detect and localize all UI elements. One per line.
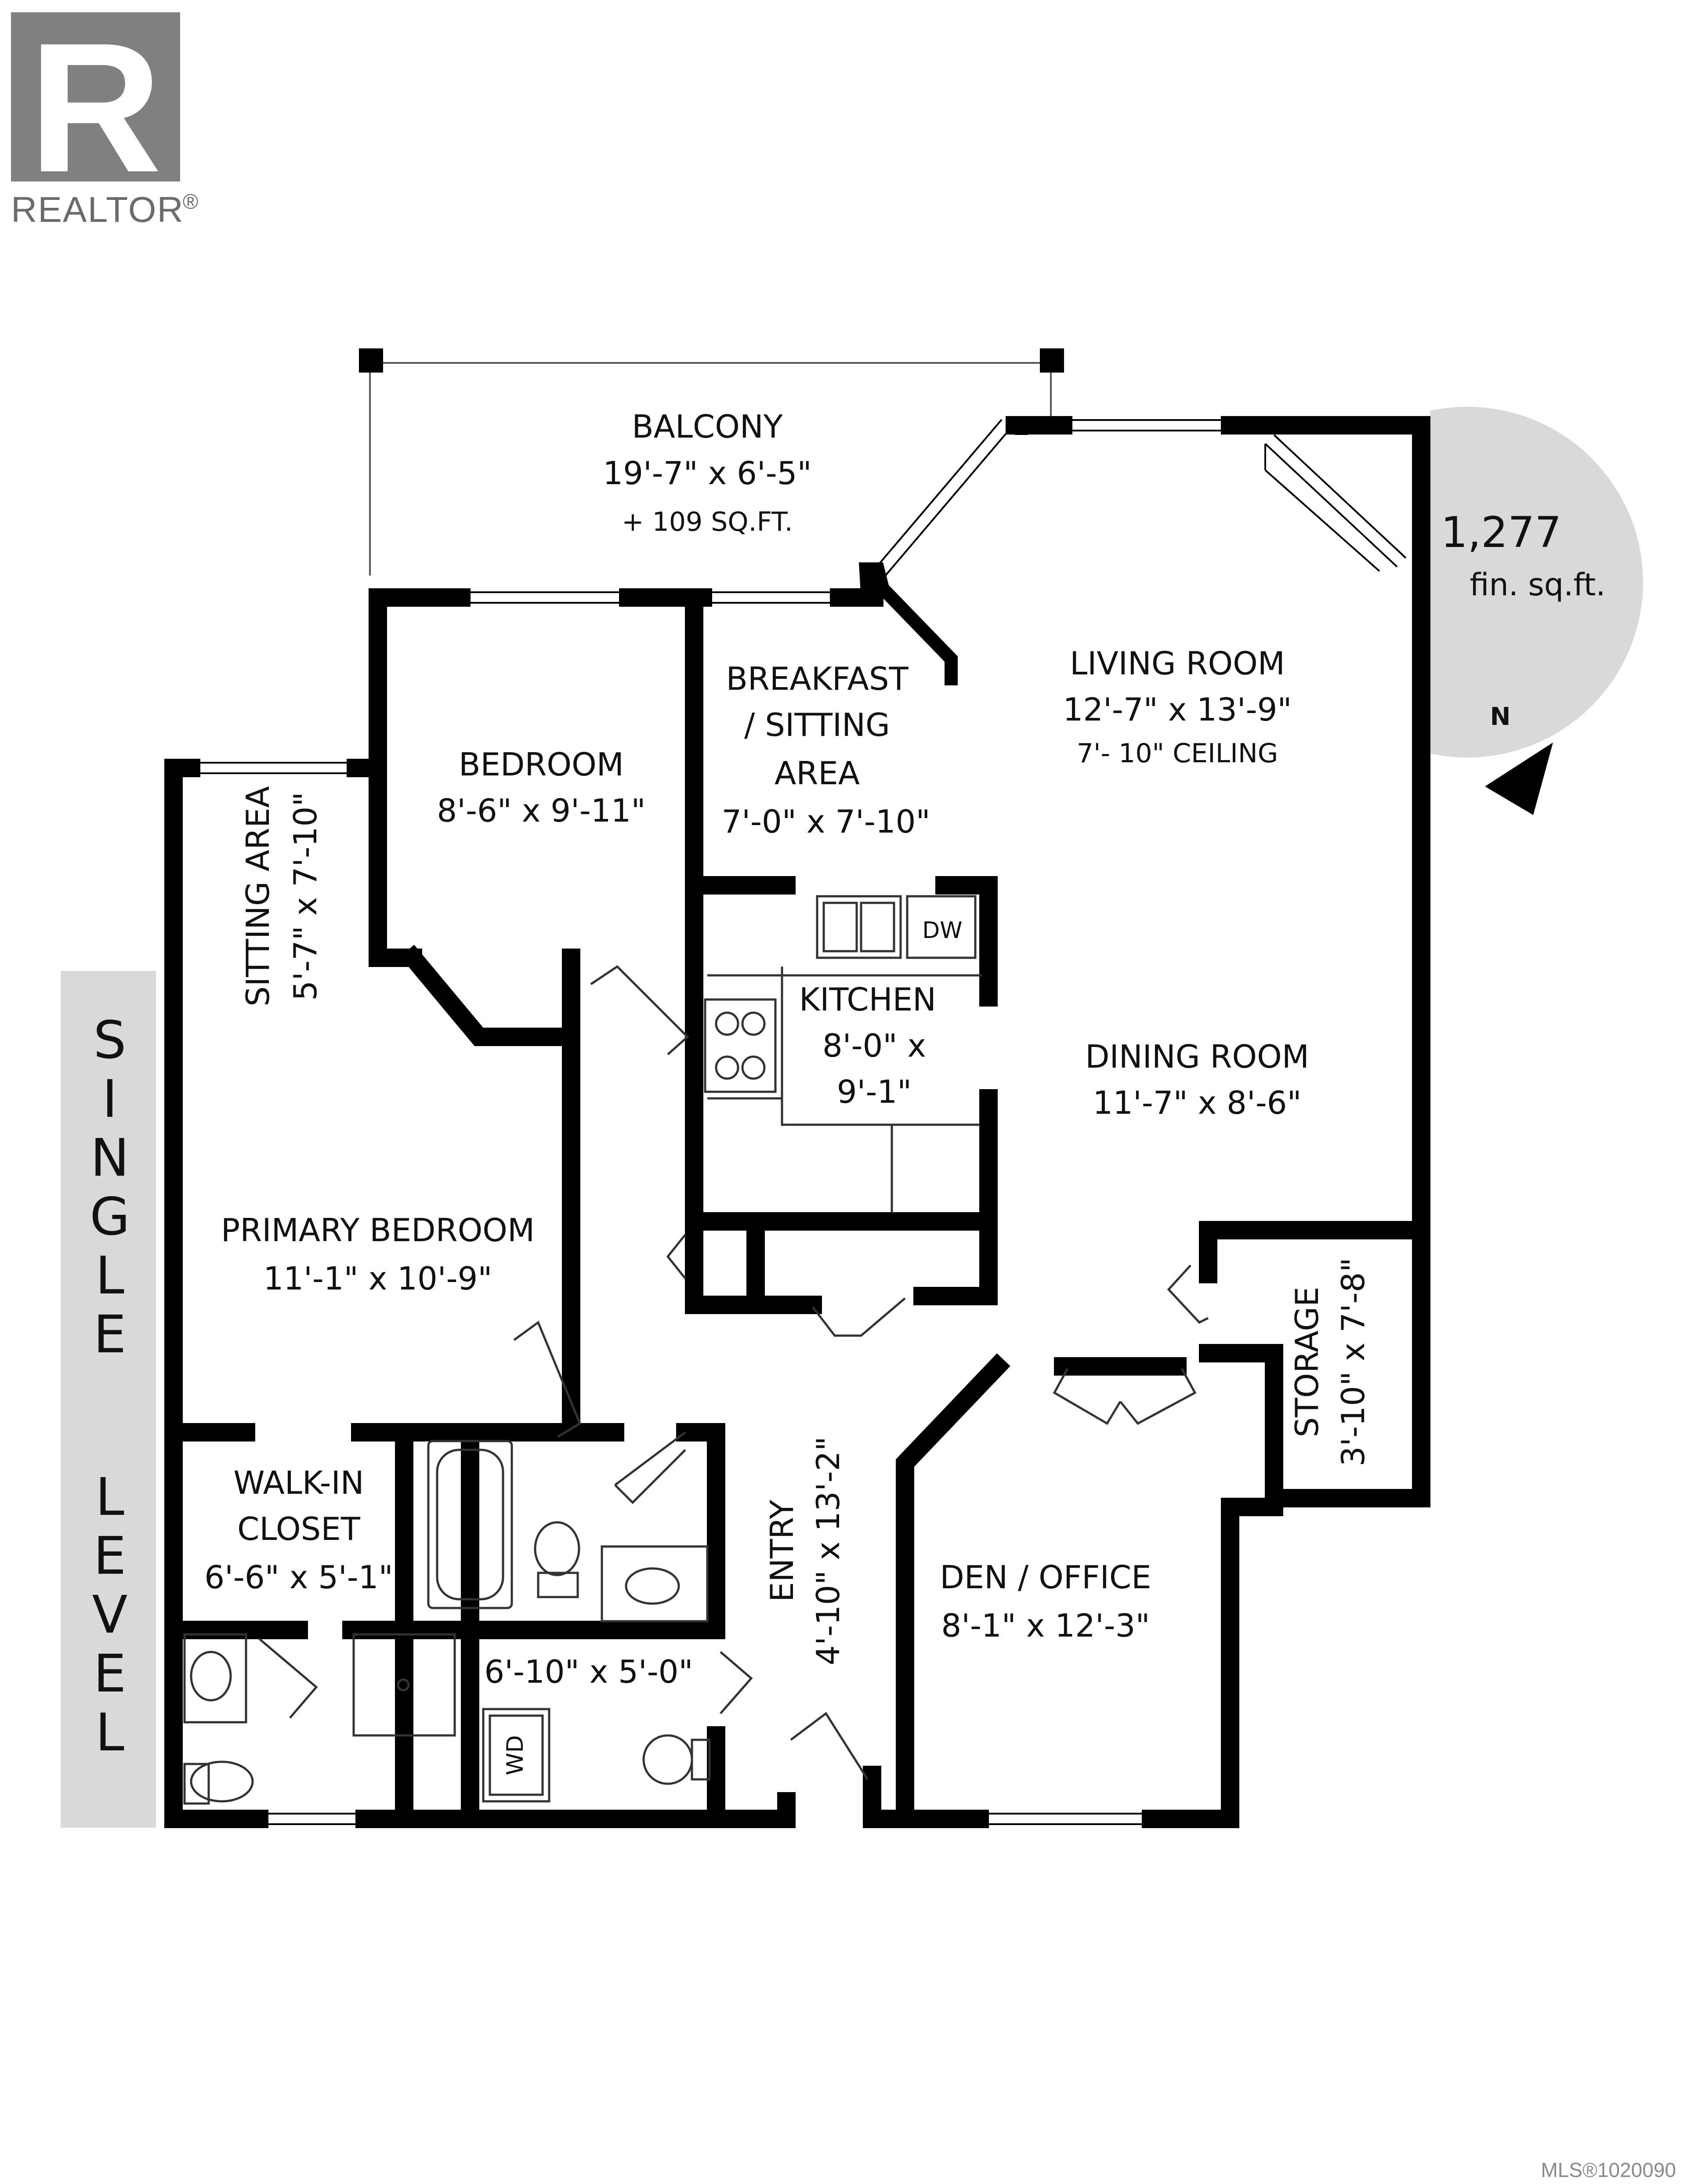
north-arrow-icon xyxy=(1485,742,1553,815)
svg-text:S: S xyxy=(94,1010,127,1070)
level-banner: S I N G L E L E V E L xyxy=(61,971,156,1828)
svg-text:6'-10" x 5'-0": 6'-10" x 5'-0" xyxy=(484,1653,693,1690)
walls xyxy=(164,416,1430,1828)
realtor-logo: R REALTOR ® xyxy=(11,5,198,230)
room-primary-bedroom: PRIMARY BEDROOM 11'-1" x 10'-9" xyxy=(221,1212,535,1297)
svg-text:KITCHEN: KITCHEN xyxy=(799,981,936,1018)
svg-text:L: L xyxy=(95,1467,124,1527)
svg-text:LIVING ROOM: LIVING ROOM xyxy=(1070,645,1285,682)
windows xyxy=(191,419,1407,1825)
svg-text:8'-1" x 12'-3": 8'-1" x 12'-3" xyxy=(941,1607,1150,1644)
svg-text:E: E xyxy=(94,1525,127,1586)
svg-text:19'-7" x 6'-5": 19'-7" x 6'-5" xyxy=(603,455,811,492)
svg-text:AREA: AREA xyxy=(775,755,860,792)
logo-letter: R xyxy=(29,5,162,211)
svg-text:WD: WD xyxy=(502,1735,529,1775)
svg-text:BALCONY: BALCONY xyxy=(632,408,783,445)
room-kitchen: KITCHEN 8'-0" x 9'-1" DW xyxy=(799,917,963,1110)
svg-text:8'-6" x 9'-11": 8'-6" x 9'-11" xyxy=(437,792,645,829)
svg-text:7'- 10" CEILING: 7'- 10" CEILING xyxy=(1077,738,1278,769)
svg-text:8'-0" x: 8'-0" x xyxy=(822,1027,926,1064)
svg-text:E: E xyxy=(94,1304,127,1365)
room-storage: STORAGE 3'-10" x 7'-8" xyxy=(1289,1257,1372,1466)
area-unit: fin. sq.ft. xyxy=(1470,567,1605,603)
room-den-office: DEN / OFFICE 8'-1" x 12'-3" xyxy=(940,1559,1151,1644)
svg-text:6'-6" x 5'-1": 6'-6" x 5'-1" xyxy=(204,1559,393,1596)
svg-text:G: G xyxy=(90,1186,130,1247)
svg-text:5'-7" x 7'-10": 5'-7" x 7'-10" xyxy=(287,792,324,1000)
svg-text:PRIMARY BEDROOM: PRIMARY BEDROOM xyxy=(221,1212,535,1249)
svg-text:WALK-IN: WALK-IN xyxy=(233,1464,364,1501)
svg-text:3'-10" x 7'-8": 3'-10" x 7'-8" xyxy=(1335,1257,1372,1466)
svg-text:V: V xyxy=(92,1584,128,1645)
svg-text:/ SITTING: / SITTING xyxy=(744,706,890,743)
svg-text:L: L xyxy=(95,1702,124,1763)
svg-text:DEN / OFFICE: DEN / OFFICE xyxy=(940,1559,1151,1596)
room-living: LIVING ROOM 12'-7" x 13'-9" 7'- 10" CEIL… xyxy=(1063,645,1292,769)
room-dining: DINING ROOM 11'-7" x 8'-6" xyxy=(1085,1038,1309,1121)
svg-text:CLOSET: CLOSET xyxy=(237,1510,361,1547)
room-laundry: 6'-10" x 5'-0" WD xyxy=(484,1653,693,1775)
area-badge: 1,277 fin. sq.ft. N xyxy=(1430,406,1644,815)
svg-text:E: E xyxy=(94,1643,127,1704)
room-sitting-area: SITTING AREA 5'-7" x 7'-10" xyxy=(239,786,324,1006)
svg-text:L: L xyxy=(95,1245,124,1306)
svg-text:I: I xyxy=(102,1068,118,1129)
svg-text:+ 109 SQ.FT.: + 109 SQ.FT. xyxy=(622,507,793,537)
svg-text:11'-1" x 10'-9": 11'-1" x 10'-9" xyxy=(263,1260,492,1297)
svg-text:12'-7" x 13'-9": 12'-7" x 13'-9" xyxy=(1063,691,1292,728)
logo-word: REALTOR xyxy=(11,190,184,230)
area-value: 1,277 xyxy=(1441,508,1562,557)
mls-id: MLS®1020090 xyxy=(1541,2159,1676,2181)
room-bedroom: BEDROOM 8'-6" x 9'-11" xyxy=(437,746,645,829)
room-breakfast: BREAKFAST / SITTING AREA 7'-0" x 7'-10" xyxy=(721,660,930,840)
svg-text:BREAKFAST: BREAKFAST xyxy=(726,660,909,697)
svg-text:ENTRY: ENTRY xyxy=(764,1499,800,1602)
svg-text:STORAGE: STORAGE xyxy=(1289,1287,1325,1438)
svg-text:SITTING AREA: SITTING AREA xyxy=(239,786,276,1006)
svg-text:DINING ROOM: DINING ROOM xyxy=(1085,1038,1309,1075)
registered-mark: ® xyxy=(183,190,198,214)
svg-text:DW: DW xyxy=(922,917,962,944)
svg-text:7'-0" x 7'-10": 7'-0" x 7'-10" xyxy=(721,803,930,840)
north-label: N xyxy=(1490,703,1511,731)
svg-text:9'-1": 9'-1" xyxy=(837,1073,912,1110)
room-balcony: BALCONY 19'-7" x 6'-5" + 109 SQ.FT. xyxy=(603,408,811,537)
doors xyxy=(258,965,1209,1780)
room-walk-in-closet: WALK-IN CLOSET 6'-6" x 5'-1" xyxy=(204,1464,393,1596)
svg-text:11'-7" x 8'-6": 11'-7" x 8'-6" xyxy=(1093,1084,1301,1121)
room-entry: ENTRY 4'-10" x 13'-2" xyxy=(764,1436,847,1665)
svg-text:N: N xyxy=(91,1127,129,1188)
fixtures xyxy=(183,895,982,1805)
svg-text:BEDROOM: BEDROOM xyxy=(459,746,624,783)
svg-text:4'-10" x 13'-2": 4'-10" x 13'-2" xyxy=(810,1436,847,1665)
